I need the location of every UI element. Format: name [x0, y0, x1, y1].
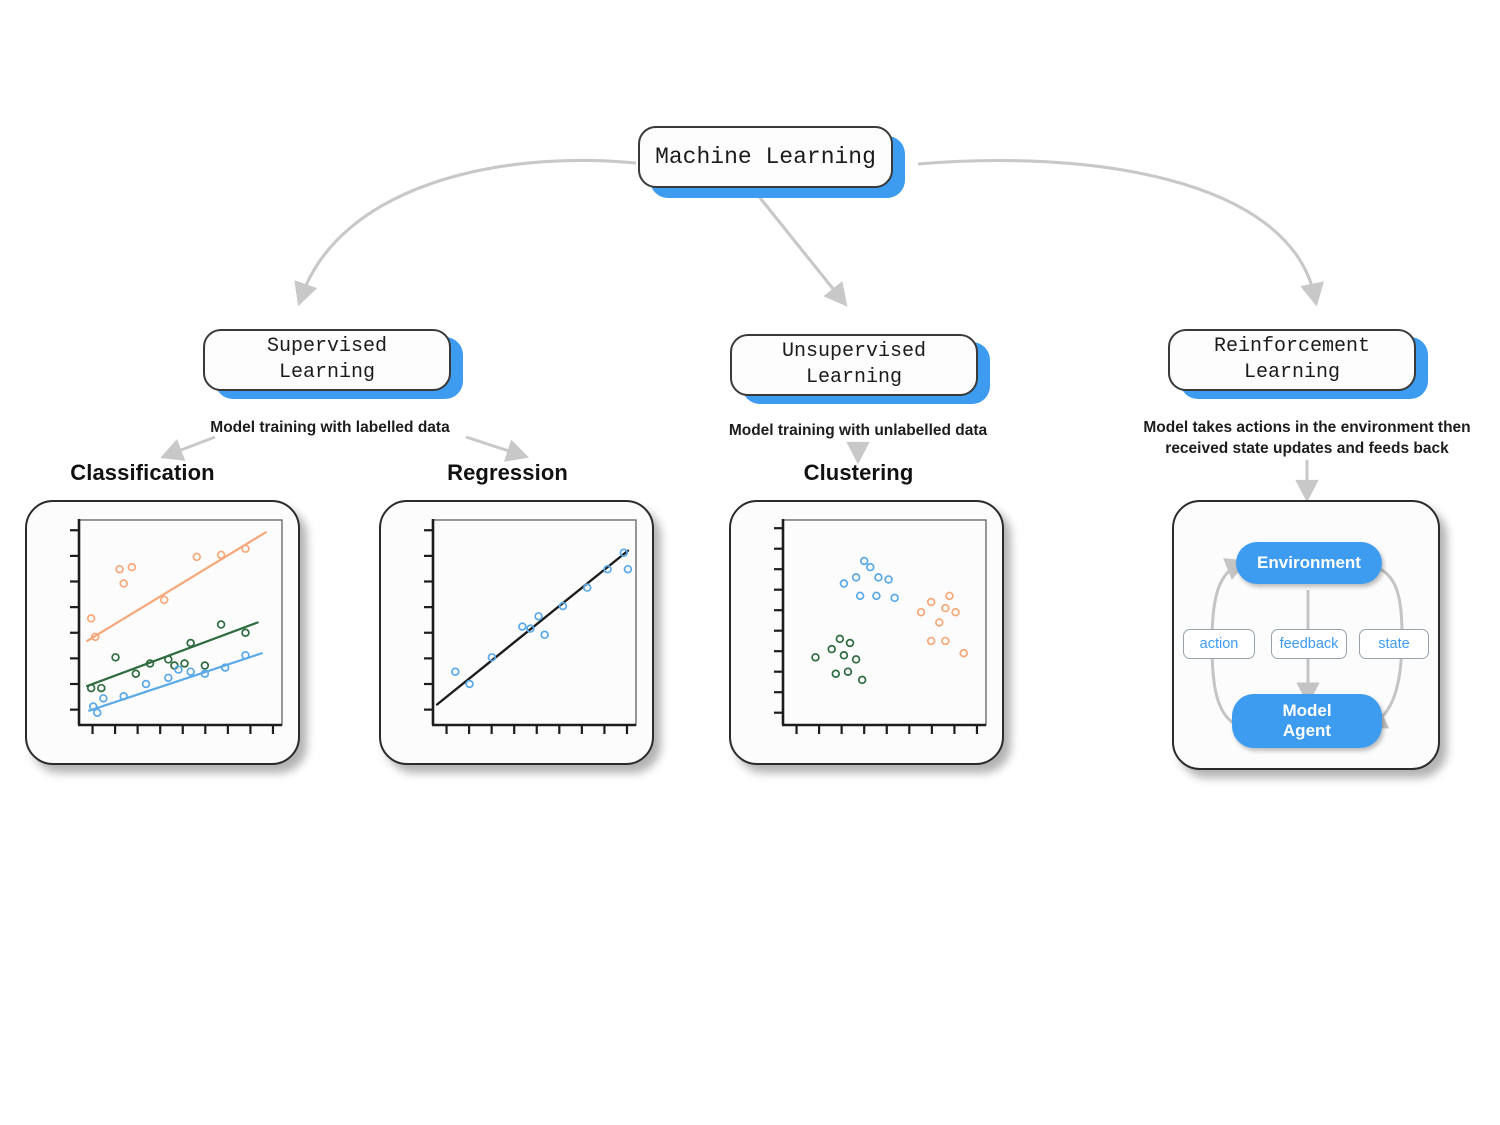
reinforcement-caption-line2: received state updates and feeds back [1165, 439, 1449, 457]
arrow-supervised-to-regression [465, 435, 529, 462]
classification-plot [70, 519, 283, 734]
supervised-label-line1: Supervised [266, 334, 388, 358]
rl-loop-card: Environment Model Agent action feedback … [1172, 500, 1440, 770]
subtitle-regression: Regression [447, 460, 568, 485]
supervised-caption: Model training with labelled data [210, 419, 450, 436]
rl-tag-action[interactable]: action [1183, 629, 1255, 659]
rl-environment-pill[interactable]: Environment [1236, 542, 1382, 584]
unsupervised-label-line2: Learning [805, 366, 902, 389]
unsupervised-label-line1: Unsupervised [781, 339, 927, 363]
chart-card-clustering [729, 500, 1004, 765]
arrow-ml-to-unsupervised [755, 193, 848, 307]
chart-card-regression [379, 500, 654, 765]
machine-learning-node[interactable]: Machine Learning [638, 126, 893, 188]
rl-tag-state[interactable]: state [1359, 629, 1429, 659]
rl-agent-pill[interactable]: Model Agent [1232, 694, 1382, 748]
reinforcement-caption-line1: Model takes actions in the environment t… [1143, 419, 1471, 436]
reinforcement-node[interactable]: Reinforcement Learning [1168, 329, 1416, 391]
rl-agent-label-line2: Agent [1282, 721, 1332, 740]
supervised-node[interactable]: Supervised Learning [203, 329, 451, 391]
unsupervised-caption: Model training with unlabelled data [728, 422, 988, 439]
reinforcement-label-line1: Reinforcement [1213, 334, 1371, 358]
supervised-label-line2: Learning [278, 361, 375, 384]
arrow-ml-to-supervised [294, 158, 637, 307]
subtitle-classification: Classification [70, 460, 215, 485]
arrow-ml-to-reinforcement [917, 158, 1324, 307]
reinforcement-caption: Model takes actions in the environment t… [1127, 418, 1487, 460]
arrow-supervised-to-classification [160, 435, 216, 461]
regression-plot [424, 519, 637, 734]
machine-learning-label: Machine Learning [655, 143, 876, 170]
chart-card-classification [25, 500, 300, 765]
subtitle-clustering: Clustering [803, 460, 914, 485]
clustering-plot [774, 519, 987, 734]
rl-tag-feedback[interactable]: feedback [1271, 629, 1347, 659]
rl-agent-label-line1: Model [1282, 700, 1332, 720]
rl-environment-label: Environment [1257, 552, 1361, 572]
unsupervised-node[interactable]: Unsupervised Learning [730, 334, 978, 396]
reinforcement-label-line2: Learning [1243, 361, 1340, 384]
